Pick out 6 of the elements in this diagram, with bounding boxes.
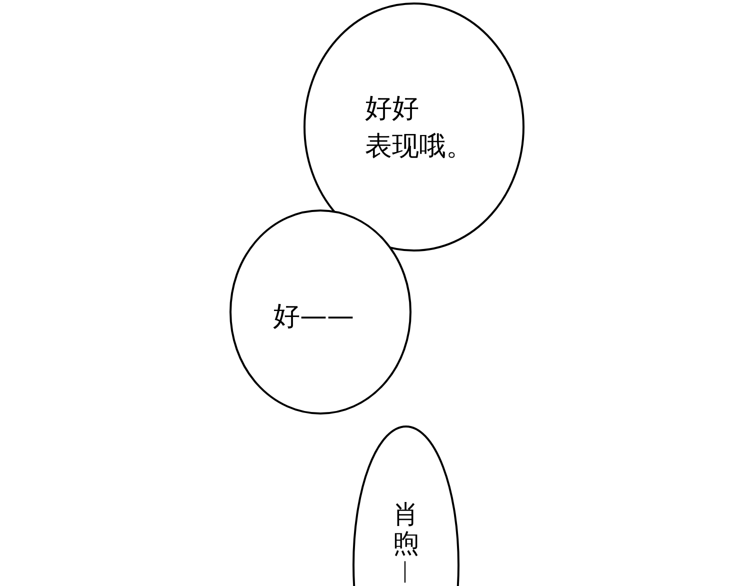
speech-bubble <box>303 2 525 252</box>
speech-bubble <box>229 209 412 415</box>
dialogue-text: 好好 <box>365 92 420 126</box>
dialogue-text: 肖煦︱ <box>393 501 419 586</box>
dialogue-text: 好—— <box>273 300 354 334</box>
dialogue-text: 表现哦。 <box>365 130 473 164</box>
